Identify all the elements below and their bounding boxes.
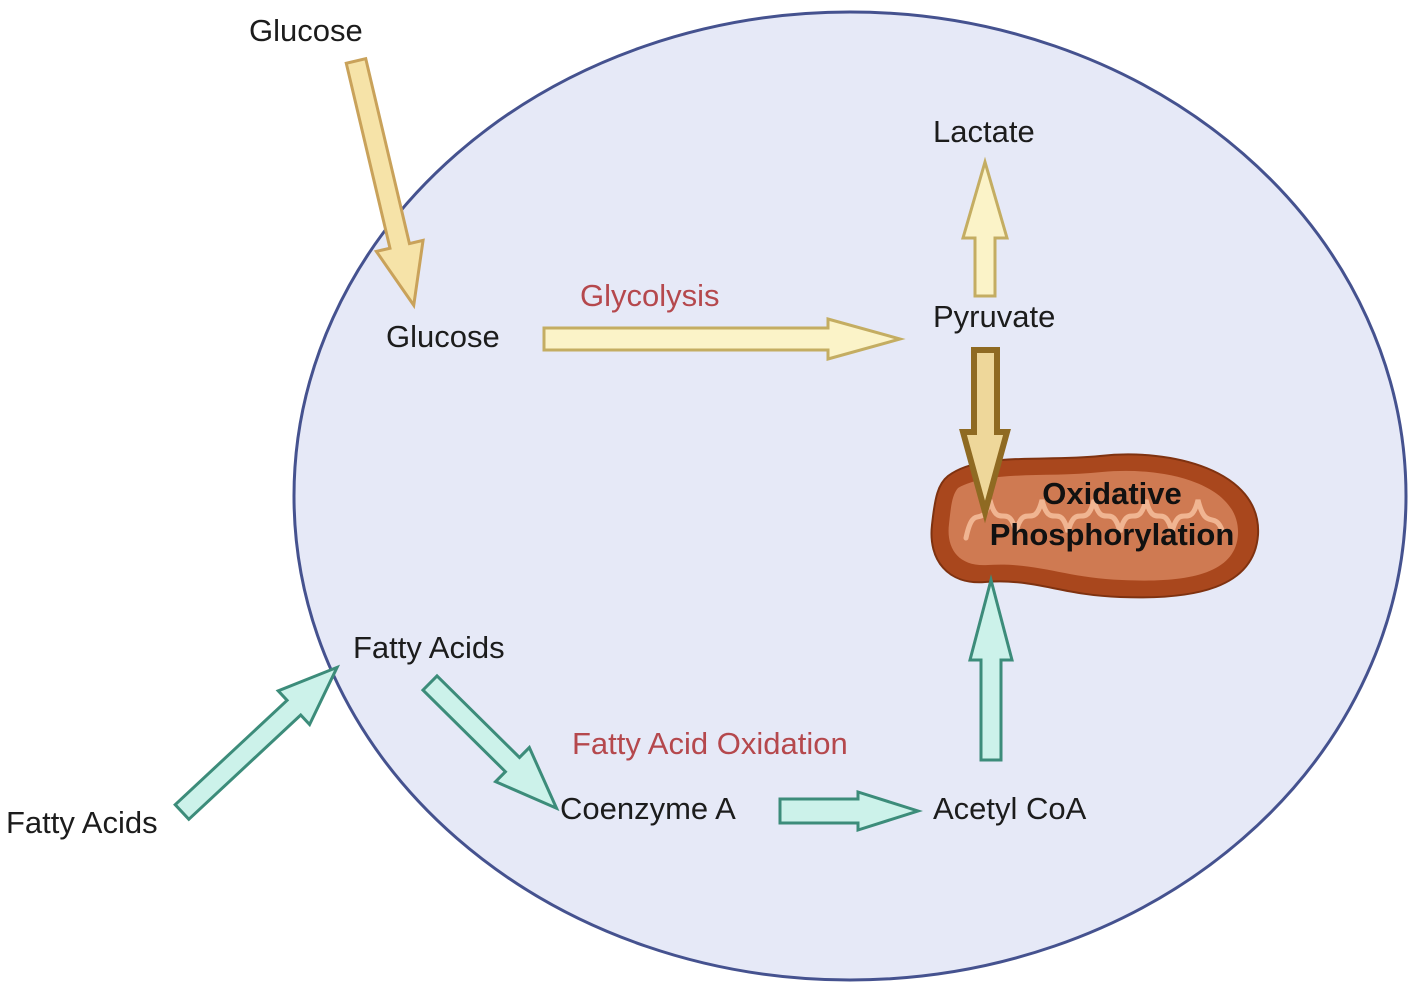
- pyruvate-to-lactate-arrow: [961, 156, 1009, 298]
- pyruvate-to-mitochondrion-arrow: [959, 347, 1011, 524]
- lactate-label: Lactate: [933, 114, 1035, 149]
- glucose-inside-label: Glucose: [386, 319, 500, 354]
- oxidative-label: Oxidative: [1042, 476, 1182, 511]
- fatty-acids-to-coenzyme-arrow: [420, 673, 560, 812]
- fatty-acids-inside-label: Fatty Acids: [353, 630, 505, 665]
- mitochondrion-icon: [930, 453, 1260, 599]
- fatty-acid-oxidation-label: Fatty Acid Oxidation: [572, 726, 848, 761]
- coenzyme-to-acetyl-arrow: [778, 789, 923, 833]
- fatty-acids-outside-label: Fatty Acids: [6, 805, 158, 840]
- fatty-acid-entry-arrow: [173, 664, 341, 822]
- glucose-entry-arrow: [344, 56, 425, 310]
- coenzyme-a-label: Coenzyme A: [560, 791, 736, 826]
- glycolysis-arrow: [542, 317, 906, 361]
- acetyl-to-mitochondrion-arrow: [968, 574, 1014, 762]
- glycolysis-label: Glycolysis: [580, 278, 720, 313]
- glucose-outside-label: Glucose: [249, 13, 363, 48]
- acetyl-coa-label: Acetyl CoA: [933, 791, 1087, 826]
- cell-membrane: [292, 10, 1408, 982]
- phosphorylation-label: Phosphorylation: [990, 517, 1235, 552]
- pyruvate-label: Pyruvate: [933, 299, 1055, 334]
